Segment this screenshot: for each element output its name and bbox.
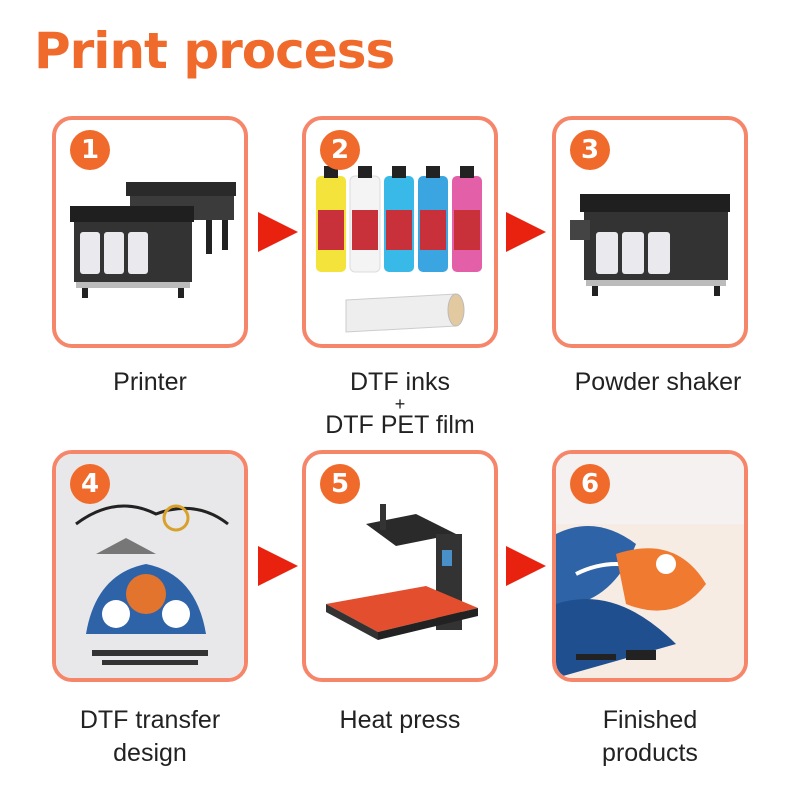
step-card-6: 6 xyxy=(552,450,748,682)
step-card-4: 4 xyxy=(52,450,248,682)
step-card-5: 5 xyxy=(302,450,498,682)
page-title: Print process xyxy=(34,22,395,80)
step-caption: Powder shaker xyxy=(538,366,778,399)
caption-line: design xyxy=(113,739,187,767)
caption-line: DTF transfer xyxy=(79,706,221,734)
caption-line: Heat press xyxy=(339,706,461,734)
heat-press-machine-icon xyxy=(326,504,478,640)
step-card-1: 1 xyxy=(52,116,248,348)
step-number-badge: 2 xyxy=(320,130,360,170)
step-caption: Finished products xyxy=(530,704,770,770)
caption-line: Powder shaker xyxy=(574,368,742,396)
dtf-printer-icon xyxy=(70,182,236,298)
caption-line: Finished xyxy=(602,706,698,734)
caption-plus: + xyxy=(394,394,406,414)
step-number-badge: 1 xyxy=(70,130,110,170)
step-number-badge: 5 xyxy=(320,464,360,504)
ink-bottles-and-film-roll-icon xyxy=(316,166,482,333)
step-number-badge: 3 xyxy=(570,130,610,170)
step-caption: Printer xyxy=(30,366,270,399)
powder-shaker-machine-icon xyxy=(570,194,730,296)
caption-line: DTF inks xyxy=(350,368,450,396)
arrow-right-icon xyxy=(506,212,546,252)
step-number-badge: 4 xyxy=(70,464,110,504)
caption-line: products xyxy=(602,739,698,767)
arrow-right-icon xyxy=(506,546,546,586)
step-number-badge: 6 xyxy=(570,464,610,504)
step-card-2: 2 xyxy=(302,116,498,348)
step-caption: DTF inks + DTF PET film xyxy=(280,366,520,442)
caption-line: Printer xyxy=(113,368,187,396)
caption-line: DTF PET film xyxy=(325,411,475,439)
step-caption: Heat press xyxy=(280,704,520,737)
step-caption: DTF transfer design xyxy=(30,704,270,770)
step-card-3: 3 xyxy=(552,116,748,348)
arrow-right-icon xyxy=(258,212,298,252)
arrow-right-icon xyxy=(258,546,298,586)
